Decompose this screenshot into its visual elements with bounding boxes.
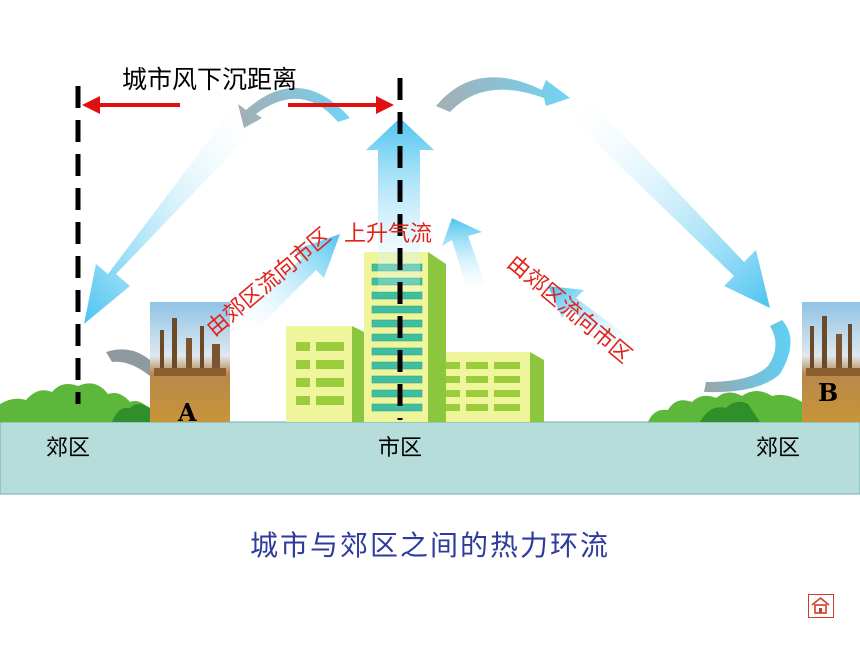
descending-arrow-left (84, 112, 252, 324)
point-b-label: B (818, 378, 839, 407)
diagram-caption: 城市与郊区之间的热力环流 (249, 529, 610, 562)
home-button[interactable] (808, 594, 834, 618)
rising-arrow-center (366, 118, 434, 292)
descending-arrow-right (572, 104, 770, 308)
zone-right-label: 郊区 (756, 436, 801, 461)
zone-center-label: 市区 (378, 436, 423, 461)
curved-arrow-ground-left (106, 349, 150, 376)
factory-b-picture (802, 302, 860, 422)
rising-airflow-label: 上升气流 (344, 222, 433, 247)
grass-left (0, 383, 150, 422)
rising-arrow-right-small (442, 218, 486, 292)
factory-a-picture (150, 302, 230, 422)
home-icon (811, 596, 830, 614)
curved-arrow-top-left (238, 87, 350, 128)
distance-arrow (82, 96, 394, 114)
sinking-distance-label: 城市风下沉距离 (122, 65, 298, 94)
grass-right (648, 391, 802, 422)
point-a-label: A (178, 398, 197, 427)
curved-arrow-ground-right (704, 320, 791, 393)
grass-left-dark (112, 404, 150, 422)
zone-left-label: 郊区 (46, 436, 91, 461)
city-buildings (286, 252, 544, 422)
ground-strip (0, 421, 860, 495)
inflow-arrow-right (548, 286, 638, 356)
inflow-arrow-left (238, 234, 340, 332)
grass-right-dark (700, 401, 760, 422)
curved-arrow-top-right (436, 77, 570, 112)
